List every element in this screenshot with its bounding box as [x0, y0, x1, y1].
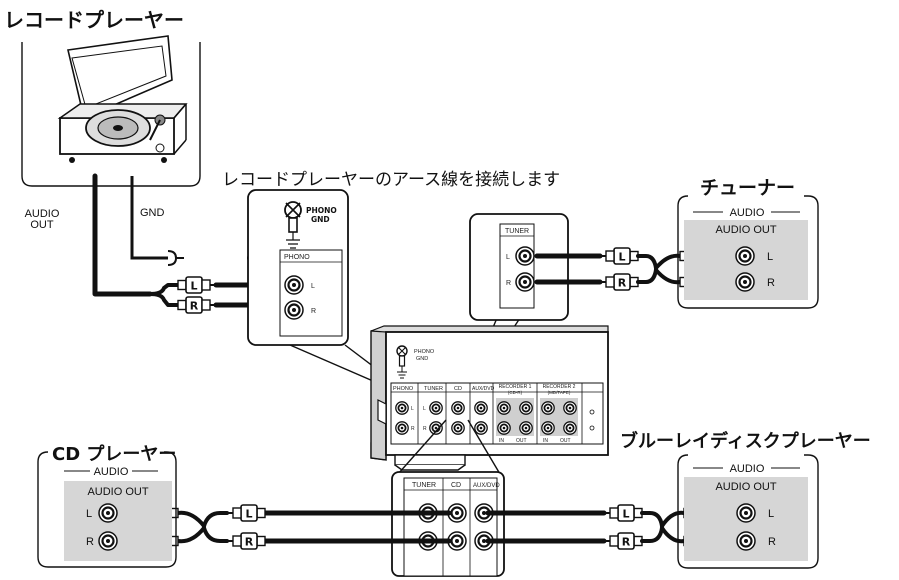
receiver-phono-gnd-2: GND [416, 356, 428, 362]
cd-plug-r: R [245, 536, 254, 549]
bluray-plug-r: R [622, 536, 631, 549]
bluray-l-label: L [768, 508, 774, 520]
record-player-title: レコードプレーヤー [4, 8, 184, 32]
tuner-callout-header: TUNER [505, 228, 529, 235]
gnd-terminal-icon [284, 201, 302, 249]
record-player: レコードプレーヤー [4, 8, 201, 187]
tuner-audio-label: AUDIO [730, 207, 765, 219]
tuner-device: チューナー AUDIO AUDIO OUT L R [677, 177, 819, 309]
receiver-rec1-out: OUT [516, 438, 527, 444]
receiver-phono-gnd-1: PHONO [414, 349, 435, 355]
phono-plug-r: R [190, 300, 199, 313]
receiver-tuner-l: L [423, 406, 426, 412]
record-player-cables: L R [92, 173, 217, 314]
phono-r: R [311, 308, 316, 315]
receiver-rear-panel: PHONO GND PHONO TUNER CD AUX/DVD RECORDE… [370, 325, 609, 471]
phono-l: L [311, 283, 315, 290]
receiver-recorder2-header: RECORDER 2 [543, 384, 576, 390]
tuner-callout-l: L [506, 254, 510, 261]
bluray-plug-l: L [622, 508, 629, 521]
receiver-phono-l: L [411, 406, 414, 412]
phono-gnd-label-1: PHONO [306, 206, 337, 215]
receiver-phono-r: R [411, 426, 415, 432]
receiver-tuner-r: R [423, 426, 427, 432]
record-player-audio-label: AUDIO [25, 208, 60, 220]
turntable-icon [57, 35, 188, 163]
bluray-cables: L R L R [485, 504, 723, 550]
tuner-callout-r: R [506, 280, 511, 287]
tuner-audio-out-label: AUDIO OUT [715, 224, 776, 236]
gnd-spade-icon [154, 250, 184, 266]
bluray-title: ブルーレイディスクプレーヤー [620, 430, 871, 452]
cd-audio-label: AUDIO [94, 466, 129, 478]
bottom-tuner-header: TUNER [412, 482, 436, 489]
bluray-r-label: R [768, 536, 776, 548]
tuner-r-label: R [767, 277, 775, 289]
receiver-rec2-in: IN [543, 438, 548, 444]
tuner-plug-r: R [618, 277, 627, 290]
bottom-callout: TUNER CD AUX/DVD [391, 419, 505, 577]
tuner-l-label: L [767, 251, 773, 263]
bluray-device: ブルーレイディスクプレーヤー AUDIO AUDIO OUT L R [620, 430, 871, 569]
tuner-title: チューナー [700, 177, 795, 199]
bluray-audio-out-label: AUDIO OUT [715, 481, 776, 493]
record-player-out-label: OUT [30, 219, 54, 231]
receiver-gnd-icon [396, 345, 408, 379]
receiver-recorder1-header: RECORDER 1 [499, 384, 532, 390]
receiver-cd-header: CD [454, 386, 462, 392]
receiver-rec2-out: OUT [560, 438, 571, 444]
receiver-rec1-in: IN [499, 438, 504, 444]
receiver-recorder1-sub: (CD-R) [508, 390, 523, 395]
bottom-cd-header: CD [451, 482, 461, 489]
record-player-gnd-label: GND [140, 207, 165, 219]
tuner-callout: TUNER L R [467, 213, 569, 389]
tuner-plug-l: L [618, 251, 625, 264]
phono-plug-l: L [190, 280, 197, 293]
bottom-aux-header: AUX/DVD [473, 483, 500, 489]
phono-gnd-label-2: GND [311, 215, 330, 224]
receiver-phono-header: PHONO [393, 386, 414, 392]
cd-audio-out-label: AUDIO OUT [87, 486, 148, 498]
phono-header: PHONO [284, 254, 310, 261]
bluray-audio-label: AUDIO [730, 463, 765, 475]
cd-plug-l: L [245, 508, 252, 521]
ground-note: レコードプレーヤーのアース線を接続します [222, 170, 560, 189]
cd-player-device: CD プレーヤー AUDIO AUDIO OUT L R [37, 443, 177, 568]
cd-r-label: R [86, 536, 94, 548]
cd-l-label: L [86, 508, 92, 520]
receiver-tuner-header: TUNER [424, 386, 443, 392]
receiver-recorder2-sub: (MD/TAPE) [548, 390, 571, 395]
receiver-aux-header: AUX/DVD [472, 386, 495, 392]
cd-player-title: CD プレーヤー [52, 443, 176, 465]
